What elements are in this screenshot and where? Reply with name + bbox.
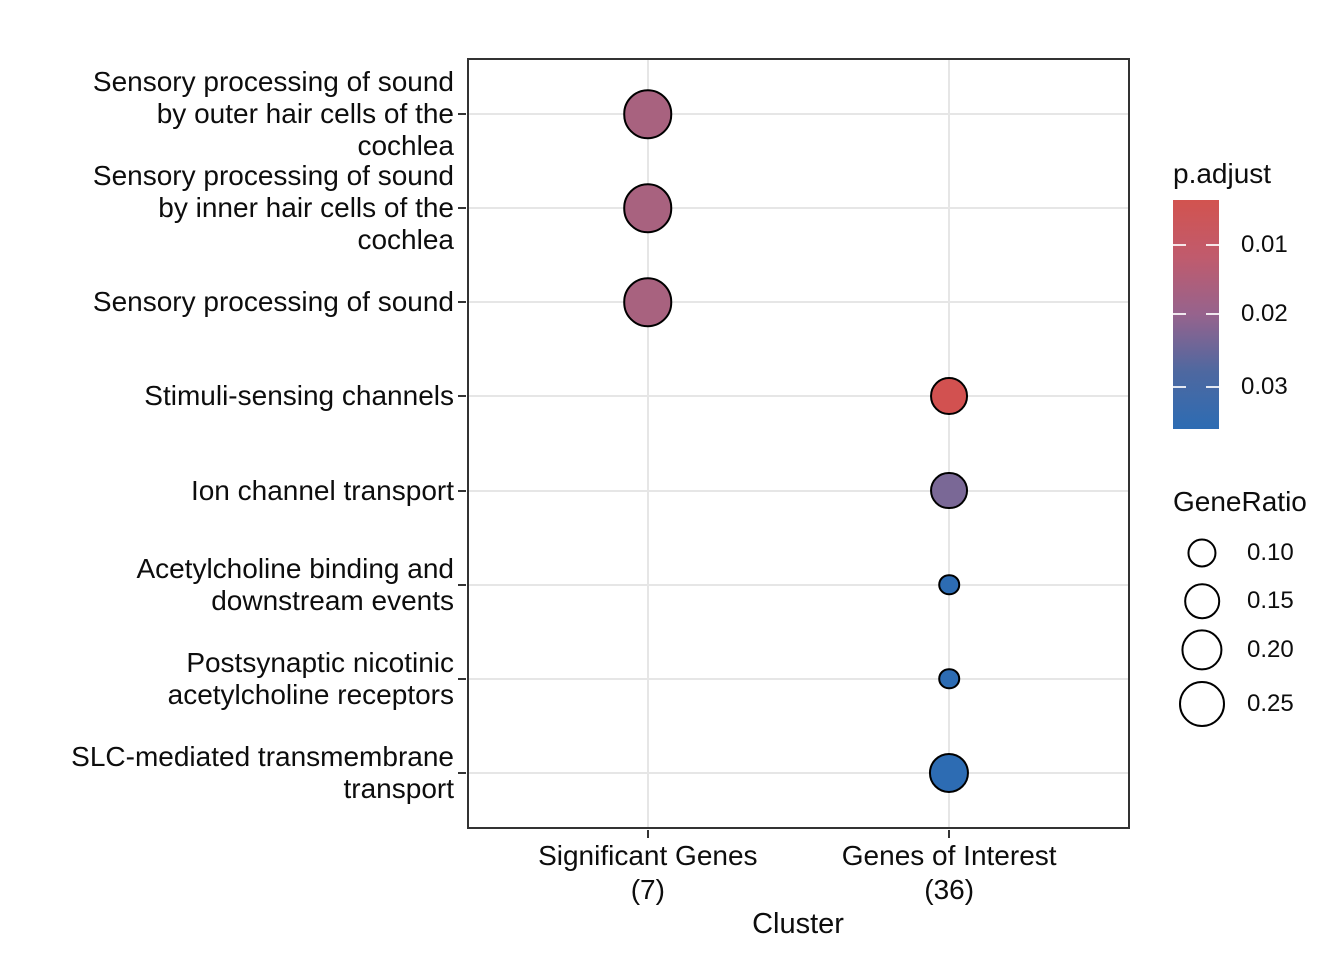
- size-legend-title: GeneRatio: [1173, 486, 1307, 517]
- data-point-dot: [938, 667, 960, 690]
- x-axis-label: Genes of Interest(36): [842, 839, 1057, 907]
- colorbar-tick-mark-right: [1206, 385, 1219, 388]
- colorbar-tick-mark-left: [1173, 244, 1186, 247]
- gridline-horizontal: [469, 113, 1128, 116]
- colorbar-tick-label: 0.03: [1241, 372, 1288, 400]
- y-axis-label-line: by outer hair cells of the: [156, 98, 454, 130]
- size-legend-circle: [1179, 681, 1225, 727]
- data-point-dot: [623, 89, 673, 140]
- colorbar-tick-mark-left: [1173, 312, 1186, 315]
- gridline-vertical: [948, 60, 951, 827]
- y-axis-tick: [458, 113, 466, 116]
- data-point-dot: [938, 573, 960, 596]
- y-axis-label-line: cochlea: [357, 130, 454, 162]
- size-legend-circle: [1181, 629, 1223, 671]
- gridline-horizontal: [469, 771, 1128, 774]
- data-point-dot: [930, 377, 969, 416]
- y-axis-label-line: by inner hair cells of the: [158, 192, 454, 224]
- colorbar-tick-mark-left: [1173, 385, 1186, 388]
- y-axis-tick: [458, 207, 466, 210]
- plot-panel: [467, 58, 1130, 829]
- gridline-horizontal: [469, 583, 1128, 586]
- y-axis-label: Stimuli-sensing channels: [144, 380, 454, 412]
- y-axis-label-line: Ion channel transport: [190, 474, 454, 506]
- data-point-dot: [623, 183, 673, 234]
- gridline-horizontal: [469, 489, 1128, 492]
- y-axis-label: Sensory processing of sound: [93, 286, 454, 318]
- y-axis-label-line: Sensory processing of sound: [92, 66, 454, 98]
- color-legend-title: p.adjust: [1173, 158, 1272, 189]
- x-axis-label-line: Significant Genes: [538, 840, 758, 871]
- gridline-horizontal: [469, 301, 1128, 304]
- gridline-horizontal: [469, 207, 1128, 210]
- y-axis-tick: [458, 395, 466, 398]
- x-axis-title: Cluster: [752, 908, 844, 940]
- x-axis-label-line: (7): [630, 874, 665, 905]
- y-axis-tick: [458, 771, 466, 774]
- x-axis-tick: [948, 830, 951, 838]
- size-legend-label: 0.25: [1247, 690, 1294, 717]
- y-axis-label-line: Acetylcholine binding and: [136, 552, 454, 584]
- size-legend-label: 0.15: [1247, 587, 1294, 614]
- data-point-dot: [930, 471, 969, 510]
- gridline-horizontal: [469, 395, 1128, 398]
- size-legend-label: 0.20: [1247, 636, 1294, 663]
- y-axis-label-line: downstream events: [211, 584, 454, 616]
- x-axis-label: Significant Genes(7): [538, 839, 757, 907]
- colorbar-tick-mark-right: [1206, 244, 1219, 247]
- y-axis-label-line: Sensory processing of sound: [92, 286, 454, 318]
- x-axis-label-line: (36): [924, 874, 975, 905]
- y-axis-tick: [458, 489, 466, 492]
- colorbar-tick-mark-right: [1206, 312, 1219, 315]
- y-axis-label-line: SLC-mediated transmembrane: [71, 740, 454, 772]
- y-axis-label-line: cochlea: [357, 224, 454, 256]
- y-axis-label-line: acetylcholine receptors: [167, 678, 454, 710]
- size-legend-circle: [1187, 538, 1217, 568]
- y-axis-label-line: transport: [343, 772, 455, 804]
- data-point-dot: [623, 277, 673, 328]
- y-axis-tick: [458, 583, 466, 586]
- y-axis-label: Ion channel transport: [191, 475, 454, 507]
- x-axis-label-line: Genes of Interest: [841, 840, 1057, 871]
- gridline-horizontal: [469, 677, 1128, 680]
- gridline-vertical: [646, 60, 649, 827]
- y-axis-tick: [458, 301, 466, 304]
- size-legend-circle: [1184, 583, 1220, 619]
- size-legend-label: 0.10: [1247, 539, 1294, 566]
- y-axis-tick: [458, 677, 466, 680]
- y-axis-label-line: Stimuli-sensing channels: [144, 380, 454, 412]
- y-axis-label-line: Postsynaptic nicotinic: [186, 646, 454, 678]
- data-point-dot: [929, 752, 970, 793]
- y-axis-label-line: Sensory processing of sound: [92, 160, 454, 192]
- x-axis-tick: [646, 830, 649, 838]
- colorbar-tick-label: 0.01: [1241, 231, 1288, 259]
- colorbar-tick-label: 0.02: [1241, 299, 1288, 327]
